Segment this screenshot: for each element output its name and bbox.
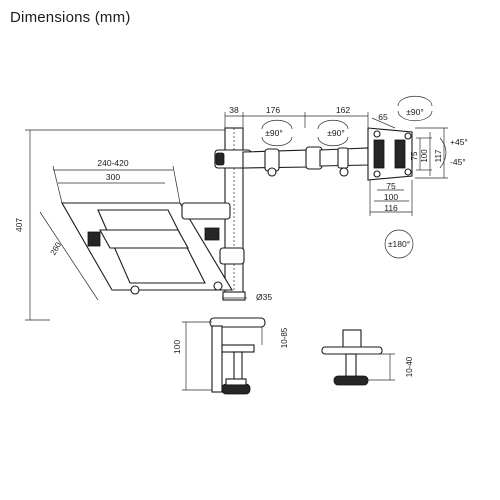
pole [219, 127, 246, 301]
grommet-10-40-label: 10-40 [405, 356, 414, 377]
arm-176-label: 176 [266, 105, 280, 115]
height-407-label: 407 [14, 218, 24, 232]
vesa-117-label: 117 [434, 149, 443, 162]
rotation-indicators: ±90° ±90° ±90° [261, 95, 433, 147]
vesa-75-vertical-label: 75 [410, 151, 419, 160]
vesa-plate [367, 127, 413, 181]
arm-65-label: 65 [378, 112, 388, 122]
arm-dimensions: 38 176 162 65 [224, 105, 396, 129]
vesa-100-vertical-label: 100 [420, 149, 429, 163]
vesa-horizontal-dimensions: 75 100 116 [369, 180, 413, 216]
vesa-vertical-dimensions: 75 100 117 [410, 127, 448, 179]
rotation-180-indicator: ±180° [384, 229, 414, 259]
tilt-up-label: +45° [450, 137, 468, 147]
tilt-down-label: -45° [450, 157, 466, 167]
tray-260-label: 260 [49, 240, 64, 257]
clamp-10-85-label: 10-85 [280, 327, 289, 348]
desk-clamp [209, 317, 266, 395]
arm-38-label: 38 [229, 105, 239, 115]
rotation-90-label-a: ±90° [265, 128, 283, 138]
monitor-arm [214, 146, 369, 177]
vesa-75-horizontal-label: 75 [386, 181, 396, 191]
tray-240-420-label: 240-420 [97, 158, 128, 168]
grommet-mount [321, 329, 383, 386]
clamp-100-label: 100 [172, 340, 182, 354]
tilt-indicator: +45° -45° [439, 137, 468, 169]
rotation-180-label: ±180° [388, 239, 410, 249]
height-dimension: 407 [14, 129, 225, 321]
vesa-100-horizontal-label: 100 [384, 192, 398, 202]
grommet-dimensions: 10-40 [360, 353, 414, 381]
laptop-tray [61, 202, 233, 295]
arm-162-label: 162 [336, 105, 350, 115]
tray-300-label: 300 [106, 172, 120, 182]
rotation-90-label-b: ±90° [327, 128, 345, 138]
page-title: Dimensions (mm) [10, 9, 131, 26]
pole-diameter: Ø35 [222, 292, 272, 302]
clamp-dimensions: 100 10-85 [172, 321, 289, 391]
rotation-90-top-label: ±90° [406, 107, 424, 117]
pole-diameter-label: Ø35 [256, 292, 272, 302]
vesa-116-label: 116 [384, 203, 398, 213]
